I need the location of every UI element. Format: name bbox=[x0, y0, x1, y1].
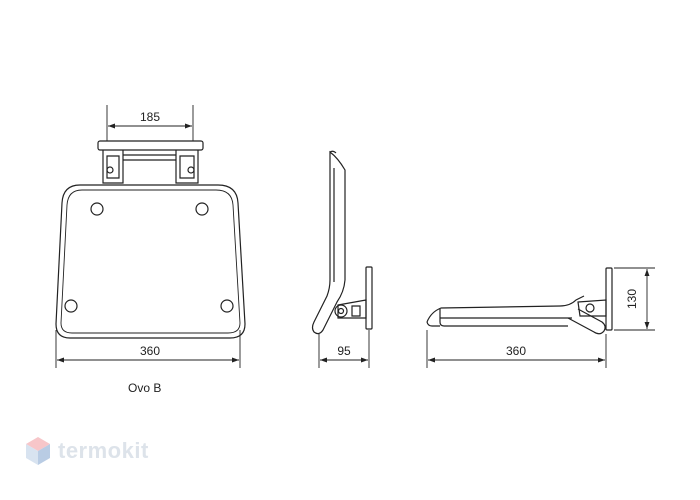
dim-folded-length bbox=[426, 330, 607, 368]
unfolded-wall-plate bbox=[605, 267, 613, 331]
side-wall-plate bbox=[365, 266, 373, 330]
front-hole-bottom-left bbox=[64, 299, 78, 313]
dim-seat-width bbox=[55, 330, 241, 368]
dim-front-width-label: 185 bbox=[140, 110, 160, 124]
dim-front-width bbox=[106, 105, 194, 141]
dim-side-depth-label: 95 bbox=[337, 344, 351, 358]
side-view bbox=[311, 150, 373, 335]
unfolded-view bbox=[426, 267, 613, 335]
side-bracket bbox=[337, 299, 367, 319]
front-bracket-right bbox=[175, 150, 199, 184]
logo-text: termokit bbox=[58, 438, 149, 463]
side-hinge bbox=[334, 304, 348, 318]
termokit-logo: termokit bbox=[24, 435, 149, 467]
side-seat-panel bbox=[311, 150, 346, 335]
unfolded-seat-panel bbox=[426, 295, 585, 323]
front-seat-outline bbox=[55, 184, 246, 339]
unfolded-support-arm bbox=[567, 308, 606, 335]
front-hole-bottom-right bbox=[220, 299, 234, 313]
front-hole-top-left bbox=[90, 202, 104, 216]
front-bracket-left bbox=[102, 150, 124, 184]
dim-folded-length-label: 360 bbox=[506, 344, 526, 358]
unfolded-hinge-block bbox=[577, 299, 607, 317]
model-caption: Ovo B bbox=[128, 381, 162, 395]
cube-logo-icon bbox=[26, 437, 50, 465]
front-view bbox=[55, 140, 246, 339]
dim-side-depth bbox=[318, 330, 370, 368]
dim-mount-height bbox=[614, 267, 655, 331]
dim-seat-width-label: 360 bbox=[140, 344, 160, 358]
front-mount-plate bbox=[97, 140, 204, 151]
front-hole-top-right bbox=[195, 202, 209, 216]
dim-mount-height-label: 130 bbox=[625, 289, 639, 309]
